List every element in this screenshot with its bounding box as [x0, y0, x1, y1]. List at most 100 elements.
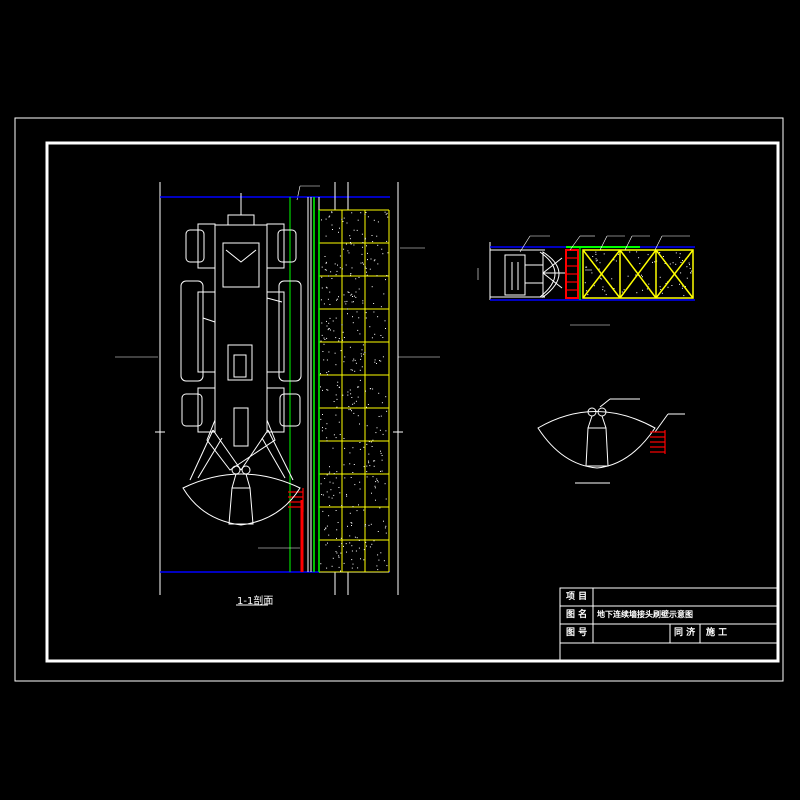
concrete-speckle	[331, 565, 333, 567]
concrete-speckle	[368, 460, 369, 462]
concrete-speckle	[665, 283, 667, 284]
concrete-speckle	[338, 386, 340, 388]
concrete-speckle	[326, 372, 328, 374]
concrete-speckle	[330, 329, 331, 331]
concrete-speckle	[366, 471, 368, 473]
concrete-speckle	[361, 349, 363, 351]
concrete-speckle	[346, 551, 347, 553]
concrete-speckle	[339, 434, 341, 435]
concrete-speckle	[325, 261, 327, 263]
concrete-speckle	[373, 540, 375, 542]
concrete-speckle	[376, 363, 377, 364]
concrete-speckle	[347, 525, 348, 527]
concrete-speckle	[381, 455, 383, 456]
concrete-speckle	[362, 242, 364, 244]
concrete-speckle	[350, 242, 351, 243]
concrete-speckle	[344, 356, 346, 358]
concrete-speckle	[349, 452, 351, 454]
concrete-speckle	[375, 432, 377, 434]
concrete-speckle	[336, 384, 338, 386]
concrete-speckle	[385, 279, 386, 281]
concrete-speckle	[330, 271, 332, 273]
concrete-speckle	[361, 355, 362, 357]
concrete-speckle	[322, 351, 324, 352]
concrete-speckle	[654, 261, 656, 263]
concrete-speckle	[335, 510, 337, 511]
concrete-speckle	[344, 477, 346, 479]
concrete-speckle	[349, 463, 351, 465]
concrete-speckle	[364, 238, 366, 240]
concrete-speckle	[372, 241, 374, 243]
concrete-speckle	[377, 244, 379, 246]
concrete-speckle	[369, 546, 371, 548]
concrete-speckle	[347, 391, 349, 393]
concrete-speckle	[383, 560, 385, 562]
concrete-speckle	[357, 396, 359, 398]
concrete-speckle	[340, 570, 341, 572]
concrete-speckle	[352, 472, 354, 473]
concrete-speckle	[353, 402, 355, 404]
concrete-speckle	[337, 381, 339, 383]
concrete-speckle	[338, 231, 339, 233]
concrete-speckle	[371, 235, 373, 236]
concrete-speckle	[321, 430, 323, 432]
section-1-1	[115, 182, 440, 595]
concrete-speckle	[331, 497, 333, 499]
concrete-speckle	[338, 338, 340, 339]
concrete-speckle	[386, 240, 388, 242]
concrete-speckle	[356, 311, 358, 313]
concrete-speckle	[340, 537, 342, 539]
concrete-speckle	[382, 356, 384, 358]
concrete-speckle	[358, 288, 360, 290]
concrete-speckle	[380, 306, 382, 308]
concrete-speckle	[348, 252, 350, 254]
concrete-speckle	[322, 494, 324, 496]
concrete-speckle	[360, 262, 362, 264]
concrete-speckle	[642, 276, 643, 278]
concrete-speckle	[376, 480, 378, 481]
concrete-speckle	[328, 534, 330, 536]
concrete-speckle	[329, 317, 331, 319]
concrete-speckle	[363, 559, 365, 561]
concrete-speckle	[377, 554, 379, 556]
concrete-speckle	[329, 505, 331, 506]
concrete-speckle	[617, 253, 619, 255]
concrete-speckle	[336, 398, 338, 400]
concrete-speckle	[329, 215, 331, 217]
concrete-speckle	[371, 337, 373, 339]
concrete-speckle	[335, 477, 337, 479]
concrete-speckle	[376, 275, 378, 277]
title-block-frame	[559, 587, 779, 662]
concrete-speckle	[679, 256, 681, 258]
concrete-speckle	[375, 499, 376, 501]
concrete-speckle	[386, 410, 388, 412]
concrete-speckle	[686, 266, 688, 268]
concrete-speckle	[603, 253, 605, 255]
outer-frame	[14, 117, 784, 682]
concrete-speckle	[639, 263, 641, 265]
concrete-speckle	[329, 466, 330, 468]
concrete-speckle	[323, 337, 325, 339]
concrete-speckle	[326, 567, 328, 569]
concrete-speckle	[373, 311, 375, 313]
concrete-speckle	[355, 400, 357, 402]
concrete-speckle	[374, 487, 376, 489]
concrete-speckle	[338, 566, 340, 568]
concrete-speckle	[385, 396, 387, 398]
title-block-drawing-name: 地下连续墙接头刷壁示意图	[597, 610, 693, 619]
concrete-speckle	[335, 394, 337, 396]
concrete-speckle	[383, 520, 384, 522]
concrete-speckle	[328, 515, 330, 517]
concrete-speckle	[369, 465, 371, 467]
concrete-speckle	[382, 433, 384, 435]
concrete-speckle	[362, 246, 364, 248]
concrete-speckle	[338, 421, 340, 423]
concrete-speckle	[350, 393, 352, 395]
title-block-construction: 施 工	[706, 628, 728, 638]
concrete-speckle	[324, 269, 326, 271]
concrete-speckle	[350, 477, 352, 478]
concrete-speckle	[333, 401, 335, 402]
concrete-speckle	[348, 409, 350, 411]
concrete-speckle	[366, 443, 368, 445]
concrete-speckle	[352, 506, 354, 508]
